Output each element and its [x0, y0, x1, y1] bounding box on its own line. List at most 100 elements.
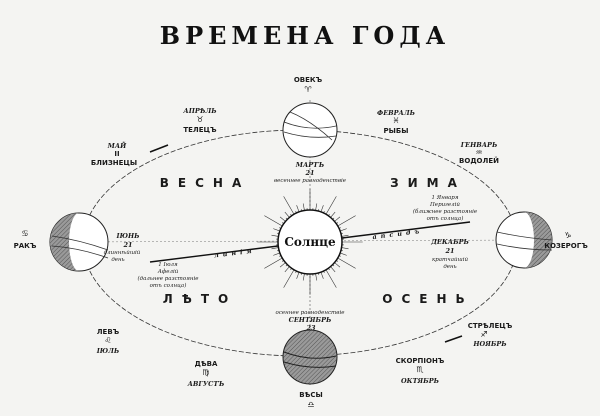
- apsides-word-1: линія: [213, 246, 256, 259]
- september-month: СЕНТЯБРЬ: [289, 316, 332, 324]
- sun-ray: [271, 234, 279, 237]
- aphelion-desc-1: (дальнее разстояніе: [138, 275, 200, 282]
- sun-ray: [334, 262, 341, 268]
- sun-ray: [339, 252, 347, 256]
- december-day: 21: [444, 247, 454, 255]
- orbit-direction-arrow-icon: [444, 335, 463, 343]
- sun-ray: [341, 234, 349, 237]
- september-day: 23: [305, 324, 316, 332]
- sun-ray: [296, 271, 300, 279]
- sun-ray: [330, 211, 336, 218]
- december-desc-1: кратчайшій: [432, 257, 469, 263]
- aphelion-desc-2: отъ солнца): [150, 282, 187, 289]
- earth-june: [49, 212, 109, 272]
- aphelion-date: 1 Іюля: [158, 262, 178, 268]
- capricorn-symbol: ♑: [564, 231, 571, 240]
- sun-ray: [271, 247, 279, 250]
- scorpio-month: ОКТЯБРЬ: [401, 377, 439, 385]
- sun-ray: [264, 215, 283, 227]
- libra-symbol: ♎: [307, 400, 314, 409]
- sun-ray: [334, 216, 341, 222]
- season-winter: ЗИМА: [390, 176, 466, 190]
- sun-ray: [320, 205, 324, 213]
- gemini-month: МАЙ: [107, 140, 127, 150]
- sun-ray: [330, 266, 336, 273]
- perihelion-date: 1 Января: [432, 195, 459, 201]
- taurus-symbol: ♉: [196, 115, 203, 124]
- sun-ray: [325, 269, 337, 288]
- aquarius-month: ГЕНВАРЬ: [460, 141, 498, 149]
- sun-ray: [284, 211, 290, 218]
- leo-month: ІЮЛЬ: [96, 347, 120, 355]
- sun: Солнце: [257, 189, 363, 295]
- june-desc-1: длиннѣйшій: [104, 250, 141, 256]
- season-spring: ВЕСНА: [160, 176, 250, 190]
- gemini-name: БЛИЗНЕЦЫ: [91, 159, 137, 167]
- libra-name: ВѢСЫ: [299, 391, 323, 399]
- sun-ray: [339, 228, 347, 232]
- december-desc-2: день: [443, 264, 456, 270]
- pisces-month: ФЕВРАЛЬ: [377, 109, 415, 117]
- perihelion-desc-2: отъ солнца): [427, 215, 464, 222]
- sun-label: Солнце: [284, 235, 336, 249]
- sun-ray: [283, 269, 295, 288]
- sun-ray: [302, 203, 305, 211]
- sagittarius-name: СТРѢЛЕЦЪ: [468, 322, 513, 330]
- sun-ray: [296, 205, 300, 213]
- sun-ray: [264, 257, 283, 269]
- perihelion-desc-1: (ближнее разстояніе: [413, 208, 478, 215]
- march-day: 21: [304, 169, 314, 177]
- june-desc-2: день: [111, 257, 124, 263]
- september-desc: осеннее равноденствіе: [276, 310, 346, 316]
- june-day: 21: [122, 241, 132, 249]
- sun-ray: [320, 271, 324, 279]
- sun-ray: [273, 252, 281, 256]
- earth-september: [282, 329, 338, 385]
- pisces-symbol: ♓: [392, 116, 399, 125]
- leo-symbol: ♌: [104, 336, 111, 345]
- sun-ray: [279, 216, 286, 222]
- aries-name: ОВЕКЪ: [294, 76, 323, 84]
- taurus-month: АПРѢЛЬ: [182, 107, 216, 115]
- scorpio-name: СКОРПІОНЪ: [396, 357, 445, 365]
- apsides-word-2: апсидъ: [372, 227, 423, 241]
- scorpio-symbol: ♏: [416, 365, 424, 374]
- sun-ray: [273, 228, 281, 232]
- sun-ray: [325, 196, 337, 215]
- march-desc: весеннее равноденствіе: [274, 178, 347, 184]
- orbit-direction-arrow-icon: [149, 144, 169, 153]
- season-autumn: ОСЕНЬ: [382, 292, 473, 306]
- sun-ray: [302, 273, 305, 281]
- taurus-name: ТЕЛЕЦЪ: [183, 126, 217, 134]
- sun-ray: [284, 266, 290, 273]
- march-month: МАРТЪ: [295, 161, 324, 169]
- pisces-name: РЫБЫ: [384, 127, 409, 135]
- sun-ray: [337, 215, 356, 227]
- sagittarius-symbol: ♐: [480, 330, 487, 339]
- december-month: ДЕКАБРЬ: [430, 238, 469, 246]
- sun-ray: [315, 203, 318, 211]
- cancer-symbol: ♋: [21, 229, 28, 238]
- sun-ray: [341, 247, 349, 250]
- sun-ray: [283, 196, 295, 215]
- earth-december: [495, 211, 553, 269]
- perihelion-label: Перигелій: [429, 202, 460, 208]
- gemini-symbol: II: [114, 150, 119, 158]
- sun-ray: [279, 262, 286, 268]
- virgo-month: АВГУСТЪ: [187, 380, 225, 388]
- virgo-symbol: ♍: [202, 368, 209, 377]
- aries-symbol: ♈: [304, 85, 311, 94]
- aquarius-symbol: ♒: [475, 148, 482, 157]
- virgo-name: ДѢВА: [195, 360, 218, 368]
- earth-march: [282, 102, 338, 158]
- cancer-name: РАКЪ: [14, 242, 37, 250]
- aquarius-name: ВОДОЛЕЙ: [459, 156, 499, 165]
- page-title: ВРЕМЕНА ГОДА: [160, 21, 450, 50]
- sagittarius-month: НОЯБРЬ: [472, 340, 506, 348]
- leo-name: ЛЕВЪ: [97, 328, 120, 336]
- june-month: ІЮНЬ: [116, 232, 140, 240]
- aphelion-label: Афелій: [157, 268, 179, 275]
- sun-ray: [315, 273, 318, 281]
